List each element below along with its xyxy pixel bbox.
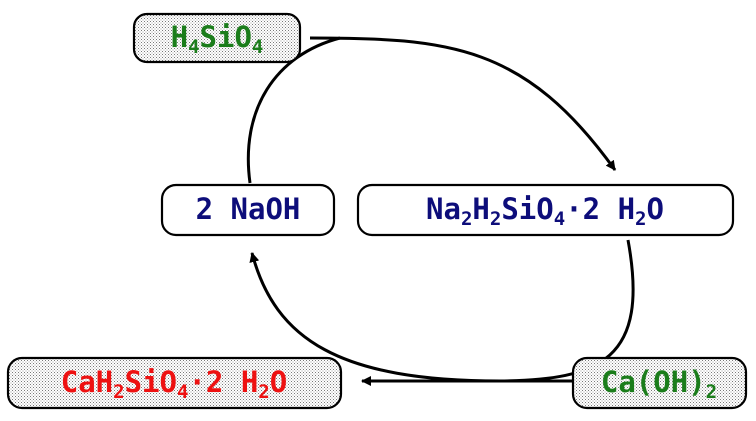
formula-sodium-hydroxide: 2 NaOH (196, 192, 301, 226)
node-sodium-silicate: Na2H2SiO4·2 H2O (356, 183, 735, 237)
node-calcium-hydroxide: Ca(OH)2 (571, 356, 748, 410)
node-box (160, 183, 336, 237)
formula-subscript: 4 (188, 36, 199, 58)
formula-segment: O (646, 192, 663, 226)
formula-subscript: 2 (706, 381, 717, 403)
arrow-silicic-acid-to-sodium-silicate (309, 36, 617, 171)
formula-segment: ·2 H (565, 192, 635, 226)
arrow-naoh-to-silicic-acid (246, 36, 341, 184)
formula-segment: CaH (61, 365, 113, 399)
formula-subscript: 2 (258, 381, 269, 403)
formula-silicic-acid: H4SiO4 (171, 20, 264, 58)
formula-segment: H (171, 20, 188, 54)
formula-subscript: 2 (461, 208, 472, 230)
formula-segment: SiO (125, 365, 177, 399)
formula-subscript: 4 (252, 36, 263, 58)
formula-segment: SiO (200, 20, 252, 54)
node-calcium-silicate-hydrate: CaH2SiO4·2 H2O (6, 356, 343, 410)
formula-segment: SiO (501, 192, 553, 226)
arrow-cycle-bottom-to-naoh (249, 252, 501, 383)
formula-subscript: 4 (177, 381, 188, 403)
formula-calcium-hydroxide: Ca(OH)2 (601, 365, 717, 403)
node-silicic-acid: H4SiO4 (132, 12, 302, 64)
node-box (132, 12, 302, 64)
node-box (356, 183, 735, 237)
formula-segment: O (270, 365, 287, 399)
formula-sodium-silicate: Na2H2SiO4·2 H2O (426, 192, 664, 230)
formula-segment: H (472, 192, 489, 226)
formula-segment: Ca(OH) (601, 365, 706, 399)
arrow-sodium-silicate-to-cycle-bottom (499, 239, 635, 383)
formula-subscript: 2 (113, 381, 124, 403)
node-box (6, 356, 343, 410)
formula-segment: Na (426, 192, 461, 226)
formula-segment: ·2 H (188, 365, 258, 399)
node-box (571, 356, 748, 410)
formula-subscript: 4 (554, 208, 565, 230)
formula-segment: 2 NaOH (196, 192, 301, 226)
formula-calcium-silicate-hydrate: CaH2SiO4·2 H2O (61, 365, 287, 403)
formula-subscript: 2 (635, 208, 646, 230)
formula-subscript: 2 (490, 208, 501, 230)
node-sodium-hydroxide: 2 NaOH (160, 183, 336, 237)
